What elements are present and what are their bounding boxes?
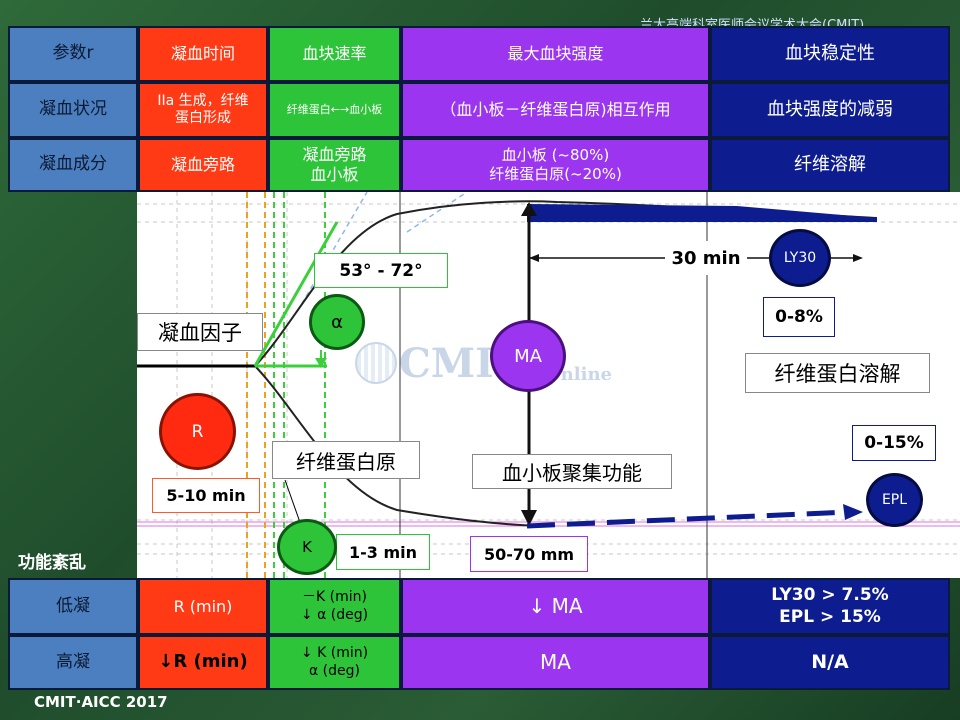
hyper-ly30-epl: N/A bbox=[710, 635, 950, 690]
k-circle: K bbox=[277, 519, 337, 575]
platelet-aggregation-label: 血小板聚集功能 bbox=[472, 454, 672, 489]
hypo-label: 低凝 bbox=[8, 578, 138, 635]
ma-range: 50-70 mm bbox=[470, 536, 588, 572]
fibrinolysis-label: 纤维蛋白溶解 bbox=[745, 353, 930, 393]
r-markers bbox=[246, 192, 266, 578]
component-label: 凝血成分 bbox=[8, 138, 138, 192]
watermark-globe-icon bbox=[355, 342, 397, 384]
ly30-circle: LY30 bbox=[769, 229, 831, 287]
watermark: CMIT Online bbox=[355, 340, 615, 390]
component-coag-time: 凝血旁路 bbox=[138, 138, 268, 192]
ly30-arrow-left bbox=[529, 254, 539, 262]
teg-trace-svg bbox=[137, 192, 960, 578]
hyper-ma: MA bbox=[401, 635, 710, 690]
lower-trace bbox=[254, 365, 538, 527]
hypo-k-alpha: －K (min) ↓ α (deg) bbox=[268, 578, 401, 635]
ly30-time: 30 min bbox=[665, 241, 747, 275]
ma-arrow-bottom bbox=[521, 510, 537, 526]
component-clot-rate: 凝血旁路 血小板 bbox=[268, 138, 401, 192]
hyper-r: ↓R (min) bbox=[138, 635, 268, 690]
epl-arrow-head bbox=[843, 504, 863, 520]
hypo-ma: ↓ MA bbox=[401, 578, 710, 635]
ly30-range: 0-8% bbox=[763, 297, 835, 337]
status-clot-rate: 纤维蛋白←→血小板 bbox=[268, 82, 401, 138]
ma-circle: MA bbox=[490, 320, 566, 392]
coag-factor-label: 凝血因子 bbox=[137, 313, 263, 351]
epl-arrow-line bbox=[526, 509, 850, 529]
alpha-arrow-head bbox=[315, 358, 327, 368]
blue-diagonals bbox=[296, 192, 468, 313]
hypo-ly30-epl: LY30 > 7.5% EPL > 15% bbox=[710, 578, 950, 635]
angle-line bbox=[253, 221, 339, 367]
header-clot-stability: 血块稳定性 bbox=[710, 26, 950, 82]
status-label: 凝血状况 bbox=[8, 82, 138, 138]
fibrinogen-label: 纤维蛋白原 bbox=[272, 441, 420, 479]
header-param-label: 参数r bbox=[8, 26, 138, 82]
epl-circle: EPL bbox=[866, 473, 923, 527]
alpha-circle: α bbox=[309, 294, 365, 350]
r-range: 5-10 min bbox=[152, 478, 260, 513]
dysfunction-label: 功能紊乱 bbox=[18, 553, 86, 573]
hyper-k-alpha: ↓ K (min) α (deg) bbox=[268, 635, 401, 690]
ma-arrow-top bbox=[521, 202, 537, 216]
r-circle: R bbox=[159, 393, 236, 470]
status-coag-time: IIa 生成，纤维 蛋白形成 bbox=[138, 82, 268, 138]
hypo-r: R (min) bbox=[138, 578, 268, 635]
hyper-label: 高凝 bbox=[8, 635, 138, 690]
status-clot-stability: 血块强度的减弱 bbox=[710, 82, 950, 138]
k-range: 1-3 min bbox=[336, 534, 430, 570]
component-clot-stability: 纤维溶解 bbox=[710, 138, 950, 192]
status-max-strength: （血小板－纤维蛋白原)相互作用 bbox=[401, 82, 710, 138]
epl-range: 0-15% bbox=[852, 425, 936, 461]
header-coag-time: 凝血时间 bbox=[138, 26, 268, 82]
component-max-strength: 血小板 (~80%) 纤维蛋白原(~20%) bbox=[401, 138, 710, 192]
header-max-strength: 最大血块强度 bbox=[401, 26, 710, 82]
footer-logo: CMIT·AICC 2017 bbox=[34, 693, 168, 711]
angle-range: 53° - 72° bbox=[314, 253, 448, 288]
stability-wedge bbox=[527, 204, 877, 222]
header-clot-rate: 血块速率 bbox=[268, 26, 401, 82]
ly30-arrow-right bbox=[853, 254, 863, 262]
